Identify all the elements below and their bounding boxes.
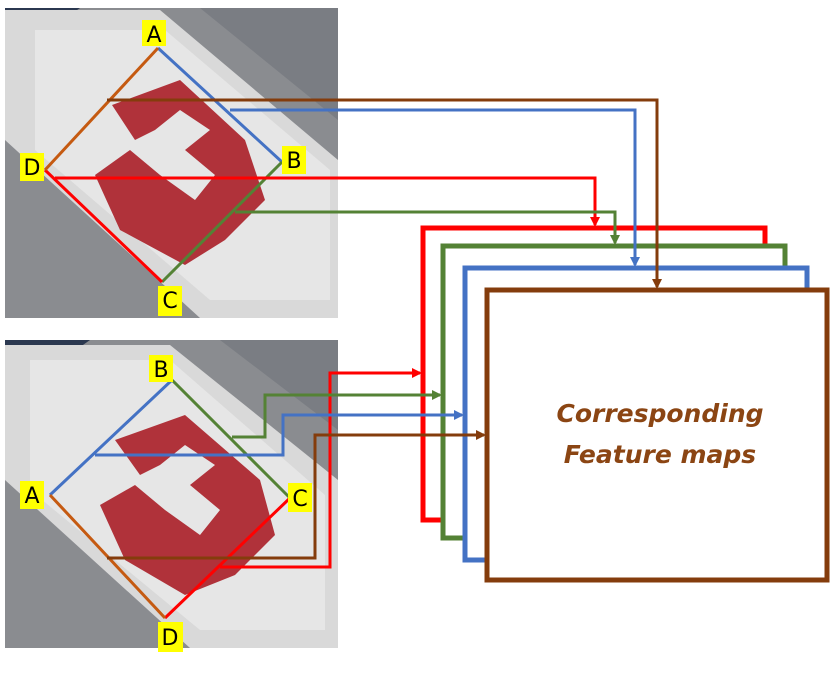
top-vertex-labels: A B C D (20, 20, 306, 316)
feature-map-stack (420, 225, 830, 583)
bottom-label-top: B (153, 358, 168, 383)
top-label-bottom: C (162, 289, 177, 314)
arrow-bottom-green (232, 390, 442, 439)
feature-map-brown (484, 287, 830, 583)
red-numeral-3 (95, 80, 265, 265)
red-numeral-3-bottom (100, 415, 275, 595)
top-quad-outline (43, 46, 284, 284)
bottom-label-bottom: D (162, 626, 179, 651)
bottom-image-patch (5, 340, 338, 648)
arrow-top-brown (107, 98, 662, 289)
feature-map-caption-line2: Feature maps (564, 440, 756, 469)
arrow-top-red (55, 176, 600, 227)
arrow-bottom-blue (95, 410, 464, 457)
top-label-top: A (146, 23, 161, 48)
top-label-left: D (24, 156, 41, 181)
feature-map-caption-line1: Corresponding (556, 399, 763, 428)
bottom-patch-arrows (95, 368, 486, 569)
arrow-bottom-brown (107, 430, 486, 560)
top-label-right: B (286, 149, 301, 174)
arrow-bottom-red (220, 368, 422, 569)
arrow-top-blue (230, 108, 640, 267)
bottom-label-left: A (24, 484, 39, 509)
bottom-vertex-labels: B C D A (20, 355, 312, 652)
bottom-label-right: C (292, 487, 307, 512)
arrow-top-green (235, 210, 620, 245)
top-patch-arrows (55, 98, 662, 289)
